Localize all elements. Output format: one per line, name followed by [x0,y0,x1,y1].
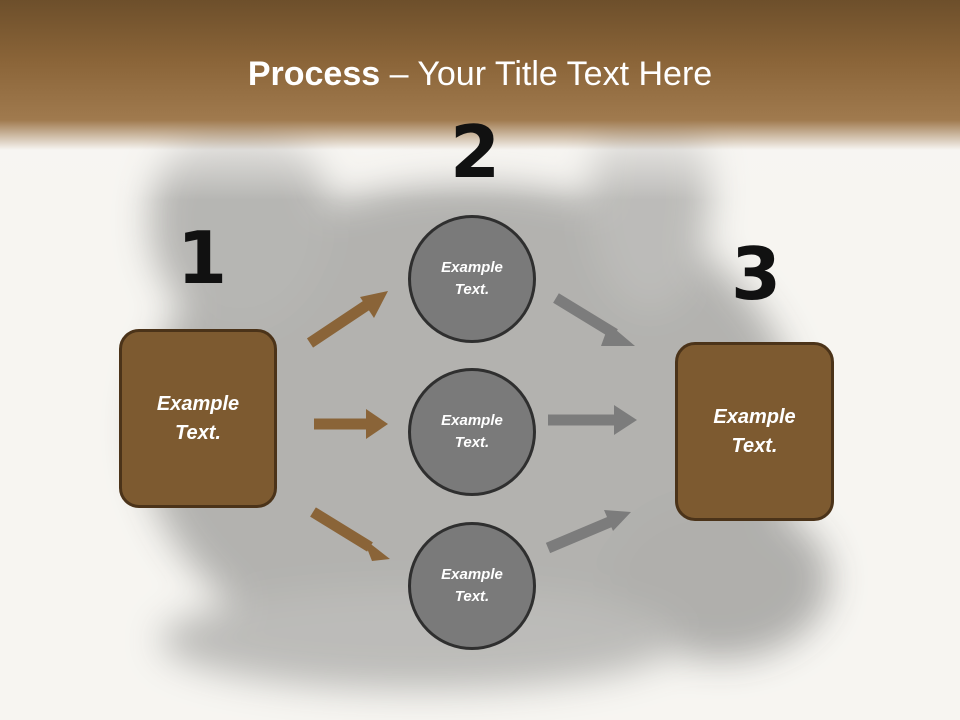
step-3-box[interactable]: Example Text. [675,342,834,521]
step-2-circle-bottom-text: Example Text. [441,565,503,606]
step-2-circle-middle-text: Example Text. [441,411,503,452]
arrow-top-to-3 [553,293,635,346]
step-2-circle-top[interactable]: Example Text. [408,215,536,343]
step-2-circle-top-text: Example Text. [441,258,503,299]
arrow-bottom-to-3 [545,510,631,554]
arrow-1-to-top [306,291,388,348]
step-2-circle-bottom[interactable]: Example Text. [408,522,536,650]
header-band [0,0,960,200]
arrow-middle-to-3 [548,405,637,435]
arrow-1-to-middle [314,409,388,439]
step-2-circle-middle[interactable]: Example Text. [408,368,536,496]
step-1-number: 1 [177,216,228,300]
title-rest: – Your Title Text Here [380,55,713,93]
step-3-box-text: Example Text. [713,405,796,457]
arrow-1-to-bottom [310,507,390,561]
step-1-box[interactable]: Example Text. [119,329,277,508]
step-1-box-text: Example Text. [156,392,240,444]
slide-title[interactable]: Process – Your Title Text Here [0,55,960,94]
step-3-number: 3 [731,232,782,316]
step-2-number: 2 [450,110,501,194]
title-bold: Process [247,55,381,93]
